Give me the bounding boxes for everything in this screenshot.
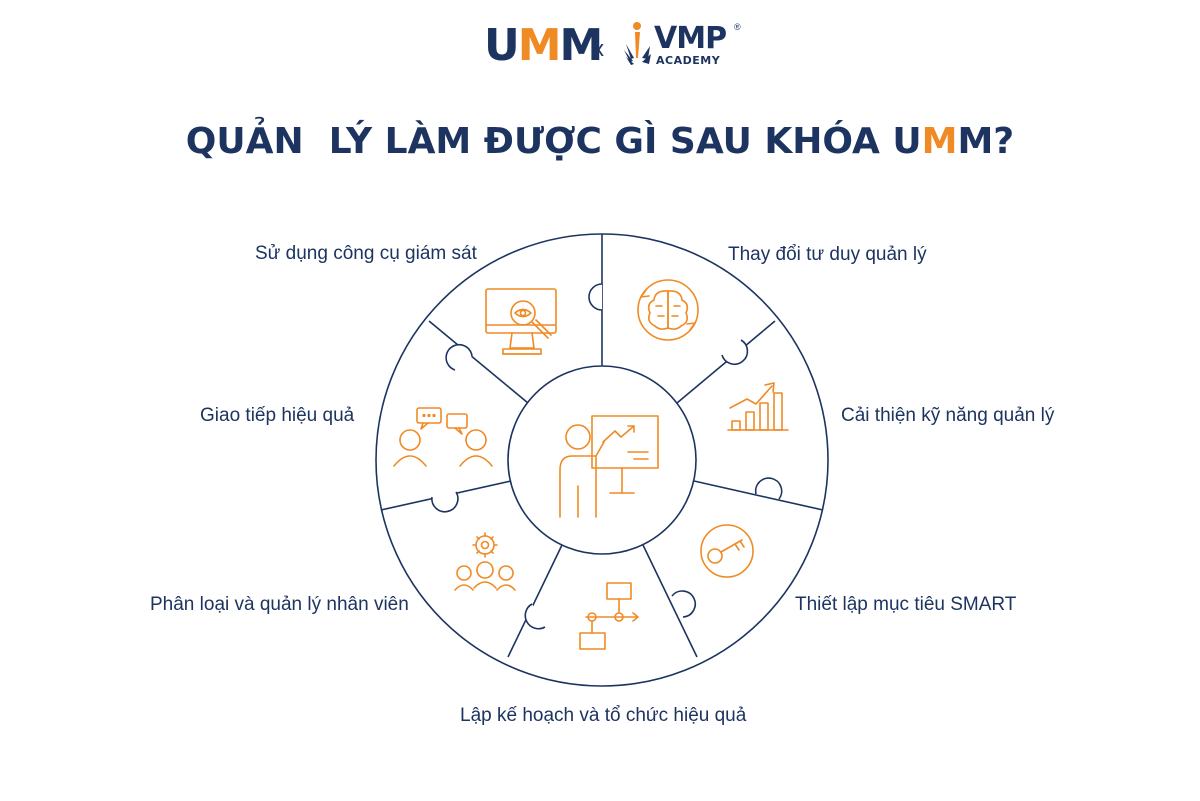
spoke-lower-right [642,544,698,658]
header-logos: UMM x VMP ® ACADEMY [0,18,1200,74]
spoke-lower-left [507,544,563,658]
knob-upper-right [721,339,749,365]
monitor-search-icon [485,288,557,355]
vmp-mark-icon [624,22,651,65]
vmp-academy-logo: VMP ® ACADEMY [622,18,752,74]
inner-ring [507,365,697,555]
knob-left [431,491,459,513]
label-monitoring-tools: Sử dụng công cụ giám sát [255,243,477,264]
label-staff-management: Phân loại và quản lý nhân viên [150,594,409,615]
brain-cycle-icon [637,279,699,341]
spoke-upper-left [428,320,529,404]
label-skill-improvement: Cải thiện kỹ năng quản lý [841,405,1055,426]
growth-chart-icon [727,382,789,431]
vmp-logo-subtext: ACADEMY [656,54,721,67]
label-planning: Lập kế hoạch và tổ chức hiệu quả [460,705,747,726]
knob-right [754,477,783,500]
vmp-logo-text: VMP [654,21,727,56]
spoke-right [693,480,824,511]
page-title: QUẢN LÝ LÀM ĐƯỢC GÌ SAU KHÓA UMM? [185,121,1015,162]
presenter-icon [559,415,659,518]
knob-lower-right [671,590,697,618]
key-icon [700,524,754,578]
conversation-icon [393,407,493,467]
knob-upper-left [445,343,473,371]
knob-lower-left [524,603,546,630]
label-mindset-change: Thay đổi tư duy quản lý [728,244,927,265]
knob-top [588,283,603,311]
label-smart-goals: Thiết lập mục tiêu SMART [795,594,1017,615]
team-gear-icon [454,532,516,591]
umm-logo: UMM [484,20,603,71]
registered-mark: ® [734,22,741,32]
logo-separator: x [593,36,604,61]
label-communication: Giao tiếp hiệu quả [200,405,355,426]
flowchart-icon [579,582,639,650]
